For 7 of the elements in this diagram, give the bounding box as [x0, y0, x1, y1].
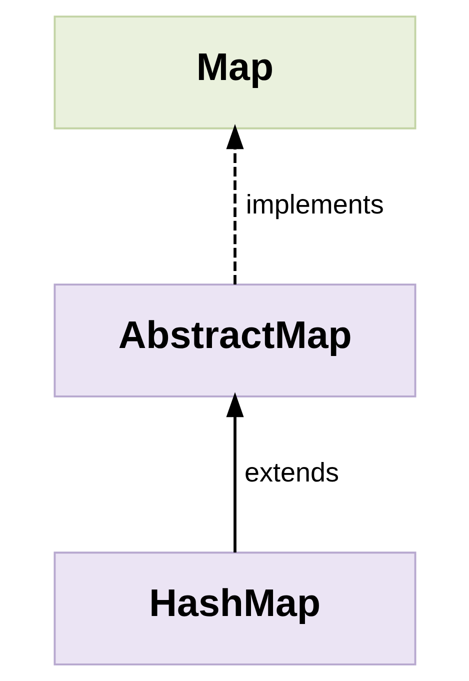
edge-label: extends	[244, 458, 339, 488]
edge-label: implements	[245, 190, 384, 220]
node-box: HashMap	[53, 552, 416, 666]
node-box: Map	[53, 16, 416, 130]
node-box: AbstractMap	[53, 284, 416, 398]
arrow	[226, 392, 244, 552]
arrow	[226, 124, 244, 284]
